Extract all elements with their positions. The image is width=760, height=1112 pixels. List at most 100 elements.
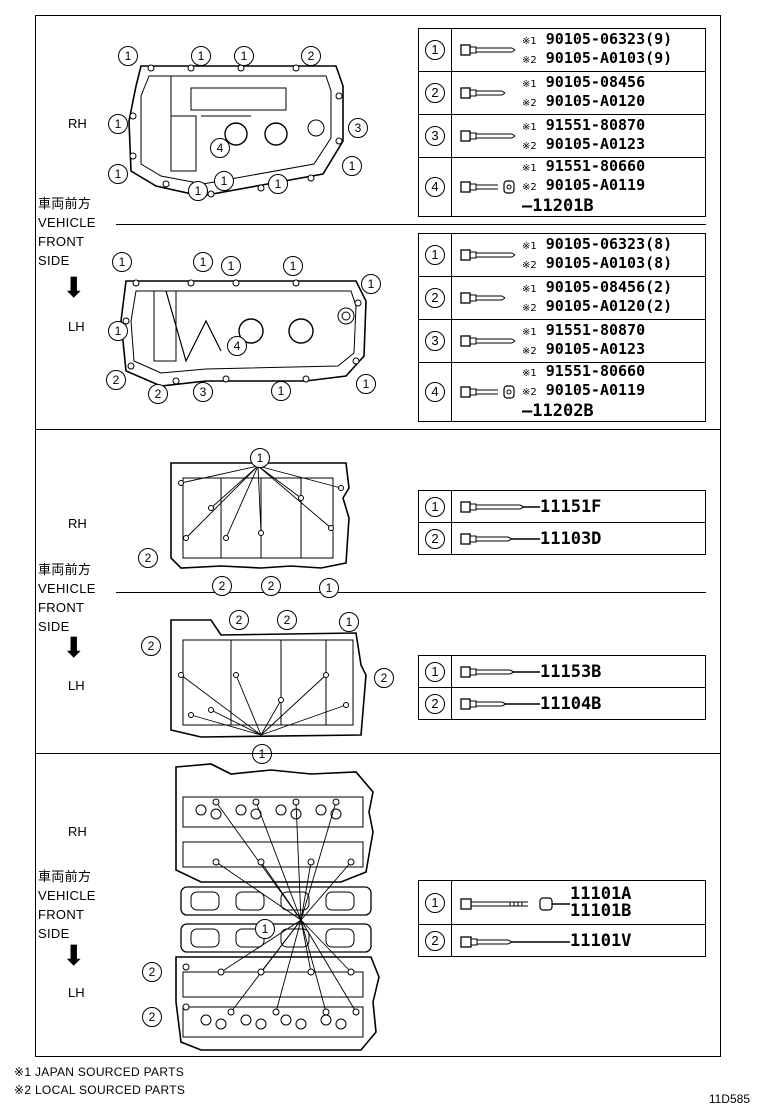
- mark-2: ※2: [522, 55, 537, 66]
- callout-1: 1: [283, 256, 303, 276]
- bolt-icon: [460, 43, 520, 57]
- front-en2: FRONT: [38, 234, 85, 249]
- callout-1: 1: [214, 171, 234, 191]
- bolt-icon: [460, 697, 540, 711]
- table-row: 2 11101V: [418, 924, 706, 957]
- lh-label: LH: [68, 319, 85, 334]
- table-row: 1 11151F: [418, 490, 706, 523]
- table-row: 4 ※1 91551-80660※2 90105-A0119—11202B: [418, 362, 706, 422]
- front-en2: FRONT: [38, 600, 85, 615]
- row-number: 1: [425, 892, 445, 913]
- section1-divider: [116, 224, 706, 225]
- callout-2: 2: [106, 370, 126, 390]
- row-number: 1: [425, 496, 445, 517]
- bolt-icon: [460, 532, 540, 546]
- callout-1: 1: [112, 252, 132, 272]
- callout-4: 4: [210, 138, 230, 158]
- part-number: 11153B: [540, 661, 602, 682]
- lh-label: LH: [68, 678, 85, 693]
- mark-2: ※2: [522, 98, 537, 109]
- callout-1: 1: [108, 321, 128, 341]
- mark-2: ※2: [522, 387, 537, 398]
- rh-label: RH: [68, 116, 87, 131]
- row-number: 2: [425, 930, 445, 951]
- part-number: 90105-A0119: [545, 381, 646, 399]
- callout-2: 2: [148, 384, 168, 404]
- mark-1: ※1: [522, 163, 537, 174]
- bolt-icon: [460, 500, 540, 514]
- callout-1: 1: [255, 919, 275, 939]
- table-row: 1 ※1 90105-06323(9)※2 90105-A0103(9): [418, 28, 706, 72]
- part-number: 11151F: [540, 496, 602, 517]
- part-number: 90105-A0103(8): [545, 254, 673, 272]
- row-number: 1: [425, 40, 445, 60]
- callout-1: 1: [339, 612, 359, 632]
- callout-2: 2: [142, 1007, 162, 1027]
- mark-1: ※1: [522, 122, 537, 133]
- callout-1: 1: [252, 744, 272, 764]
- callout-1: 1: [188, 181, 208, 201]
- arrow-down-icon: ⬇: [62, 940, 86, 971]
- bolt-icon: [460, 86, 520, 100]
- bolt-with-washer-icon: [460, 180, 520, 194]
- footnote-local: ※2 LOCAL SOURCED PARTS: [14, 1083, 186, 1097]
- table-row: 1 11153B: [418, 655, 706, 688]
- rh-cam-housing-drawing: [170, 462, 350, 569]
- callout-2: 2: [141, 636, 161, 656]
- mark-1: ※1: [522, 36, 537, 47]
- part-number: 11103D: [540, 528, 602, 549]
- mark-2: ※2: [522, 346, 537, 357]
- callout-1: 1: [356, 374, 376, 394]
- part-number: 11101A: [570, 883, 632, 904]
- bolt-with-washer-icon: [460, 385, 520, 399]
- callout-1: 1: [193, 252, 213, 272]
- row-number: 2: [425, 528, 445, 549]
- row-number: 1: [425, 245, 445, 265]
- front-en1: VEHICLE: [38, 215, 96, 230]
- section-cam-housing: RH 車両前方 VEHICLE FRONT SIDE ⬇ LH: [36, 429, 720, 764]
- callout-1: 1: [191, 46, 211, 66]
- table-row: 2 11103D: [418, 522, 706, 555]
- front-en1: VEHICLE: [38, 888, 96, 903]
- callout-1: 1: [342, 156, 362, 176]
- callout-1: 1: [118, 46, 138, 66]
- bolt-icon: [460, 291, 520, 305]
- mark-2: ※2: [522, 303, 537, 314]
- section-cylinder-head: RH 車両前方 VEHICLE FRONT SIDE ⬇ LH: [36, 753, 720, 1058]
- part-number: 91551-80660: [545, 362, 646, 380]
- table-row: 4 ※1 91551-80660※2 90105-A0119—11201B: [418, 157, 706, 217]
- bolt-icon: [460, 248, 520, 262]
- callout-2: 2: [261, 576, 281, 596]
- vehicle-front-side-label: 車両前方 VEHICLE FRONT SIDE: [38, 560, 96, 636]
- arrow-down-icon: ⬇: [62, 632, 86, 663]
- part-number: 11101B: [570, 900, 632, 921]
- part-number: 90105-06323(8): [545, 235, 673, 253]
- mark-2: ※2: [522, 141, 537, 152]
- mark-1: ※1: [522, 284, 537, 295]
- front-en3: SIDE: [38, 253, 70, 268]
- front-jp: 車両前方: [38, 562, 92, 577]
- part-number: 91551-80870: [545, 116, 646, 134]
- part-number: 90105-08456(2): [545, 278, 673, 296]
- section-valve-cover: RH 車両前方 VEHICLE FRONT SIDE ⬇ LH: [36, 16, 720, 429]
- front-en2: FRONT: [38, 907, 85, 922]
- callout-4: 4: [227, 336, 247, 356]
- vehicle-front-side-label: 車両前方 VEHICLE FRONT SIDE: [38, 194, 96, 270]
- row-number: 2: [425, 693, 445, 714]
- footnote-japan: ※1 JAPAN SOURCED PARTS: [14, 1065, 185, 1079]
- rh-label: RH: [68, 516, 87, 531]
- mark-2: ※2: [522, 182, 537, 193]
- rh-valve-cover-bolt-table: 1 ※1 90105-06323(9)※2 90105-A0103(9) 2 ※…: [418, 28, 706, 217]
- lh-label: LH: [68, 985, 85, 1000]
- callout-3: 3: [348, 118, 368, 138]
- callout-2: 2: [374, 668, 394, 688]
- part-number: 90105-A0120: [545, 92, 646, 110]
- front-en1: VEHICLE: [38, 581, 96, 596]
- callout-2: 2: [301, 46, 321, 66]
- bolt-icon: [460, 665, 540, 679]
- table-row: 3 ※1 91551-80870※2 90105-A0123: [418, 114, 706, 158]
- row-number: 1: [425, 661, 445, 682]
- row-number: 4: [425, 177, 445, 197]
- mark-1: ※1: [522, 79, 537, 90]
